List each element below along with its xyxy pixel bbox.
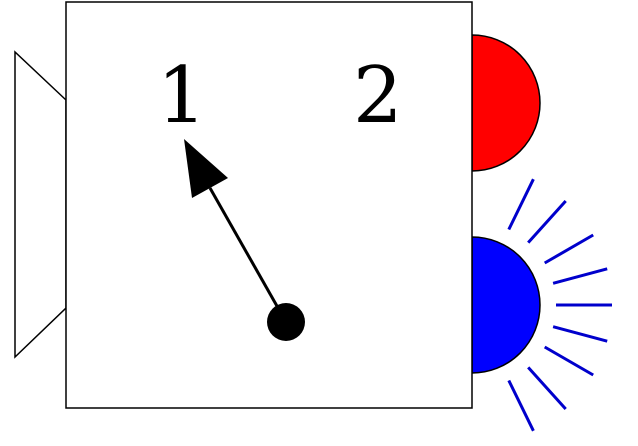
position-label-1: 1 [157, 51, 207, 141]
light-ray [528, 367, 566, 409]
light-ray [545, 235, 594, 263]
blue-lamp [472, 237, 540, 373]
light-ray [509, 381, 534, 431]
light-ray [509, 179, 534, 229]
light-ray [553, 269, 607, 284]
red-lamp [472, 35, 540, 171]
light-ray [545, 347, 594, 375]
light-ray [528, 201, 566, 243]
position-label-2: 2 [353, 51, 403, 141]
switch-body [66, 2, 472, 408]
pointer-pivot [267, 303, 305, 341]
mounting-bracket [15, 52, 66, 357]
light-ray [553, 327, 607, 342]
